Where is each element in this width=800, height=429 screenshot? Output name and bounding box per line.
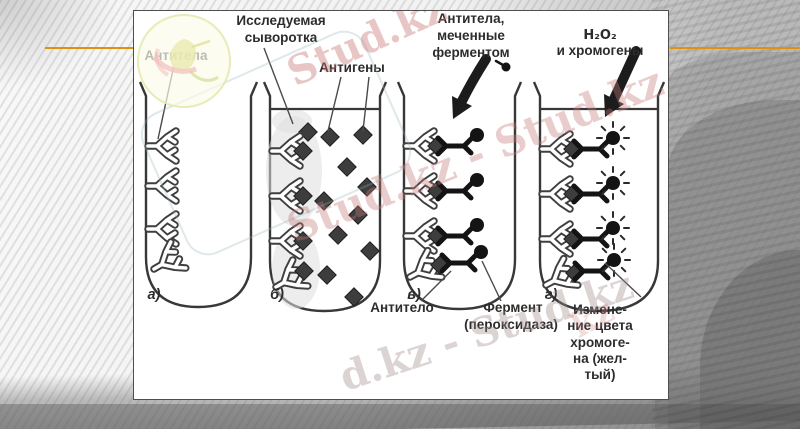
tube-b: б) [262,81,388,313]
svg-text:Измене-: Измене- [573,302,627,317]
svg-text:Фермент: Фермент [483,300,543,315]
svg-text:ферментом: ферментом [432,45,509,60]
background-shade-bottom-dark [0,404,800,429]
svg-text:меченные: меченные [437,28,505,43]
tube-g: г) [532,46,666,313]
accent-line-right [670,47,800,49]
tube-v: в) [396,54,523,311]
studkz-bird-logo-icon [137,14,231,108]
tube-v-letter: в) [407,287,421,303]
svg-text:Антитела,: Антитела, [438,11,505,26]
label-antibody: Антитело [370,300,434,315]
background-stripes-right [652,0,800,429]
label-antigens: Антигены [319,60,385,75]
svg-text:тый): тый) [585,367,616,382]
svg-text:хромоге-: хромоге- [570,335,630,350]
elisa-diagram: а) б) [138,11,666,382]
label-chromogens: H₂O₂ и хромогены [557,28,644,58]
accent-line-left [45,47,133,49]
svg-text:сыворотка: сыворотка [245,30,318,45]
arrow-v [452,54,491,119]
background-shade-topleft [0,0,120,90]
svg-text:Исследуемая: Исследуемая [236,13,325,28]
label-enzyme-antibodies: Антитела, меченные ферментом [432,11,511,72]
svg-text:(пероксидаза): (пероксидаза) [464,317,558,332]
svg-text:H₂O₂: H₂O₂ [583,28,616,43]
svg-text:ние цвета: ние цвета [567,318,633,333]
enzyme-dot-icon [494,59,511,72]
tube-a-letter: а) [148,287,161,303]
figure-panel: а) б) [133,10,669,400]
pointer-lines [157,47,642,302]
label-serum: Исследуемая сыворотка [236,13,325,45]
arrow-g [604,46,641,117]
tube-g-letter: г) [545,287,558,303]
svg-text:на (жел-: на (жел- [573,351,627,366]
tube-b-letter: б) [270,287,284,303]
label-enzyme-peroxidase: Фермент (пероксидаза) [464,300,558,332]
svg-text:и хромогены: и хромогены [557,43,644,58]
label-color-change: Измене- ние цвета хромоге- на (жел- тый) [567,302,633,382]
tube-a: а) [138,81,259,309]
